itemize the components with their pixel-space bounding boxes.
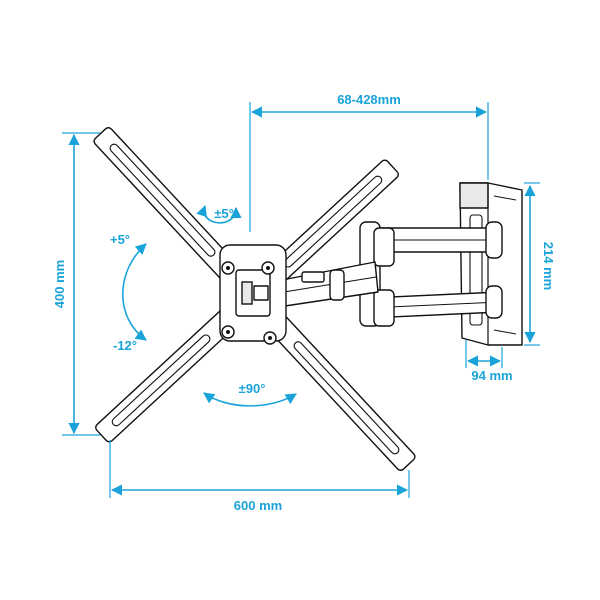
width-600-label: 600 mm — [234, 498, 282, 513]
tilt-down-label: -12° — [113, 338, 137, 353]
dim-depth-94: 94 mm — [465, 340, 513, 383]
dim-arm-extension: 68-428mm — [249, 92, 489, 232]
arm-extension-label: 68-428mm — [337, 92, 401, 107]
vesa-cross-bracket — [93, 127, 416, 471]
swivel-label: ±5° — [214, 206, 234, 221]
rotation-label: ±90° — [239, 381, 266, 396]
tilt-indicator: +5° -12° — [110, 232, 147, 353]
height-400-label: 400 mm — [52, 260, 67, 308]
wall-plate — [459, 182, 523, 346]
dim-width-600: 600 mm — [109, 440, 410, 513]
height-214-label: 214 mm — [541, 242, 556, 290]
depth-94-label: 94 mm — [471, 368, 512, 383]
articulating-arms — [281, 221, 503, 327]
tilt-up-label: +5° — [110, 232, 130, 247]
dim-height-214: 214 mm — [524, 182, 556, 346]
dim-height-400: 400 mm — [52, 132, 100, 436]
swivel-indicator: ±5° — [196, 204, 242, 224]
rotation-indicator: ±90° — [203, 381, 297, 407]
